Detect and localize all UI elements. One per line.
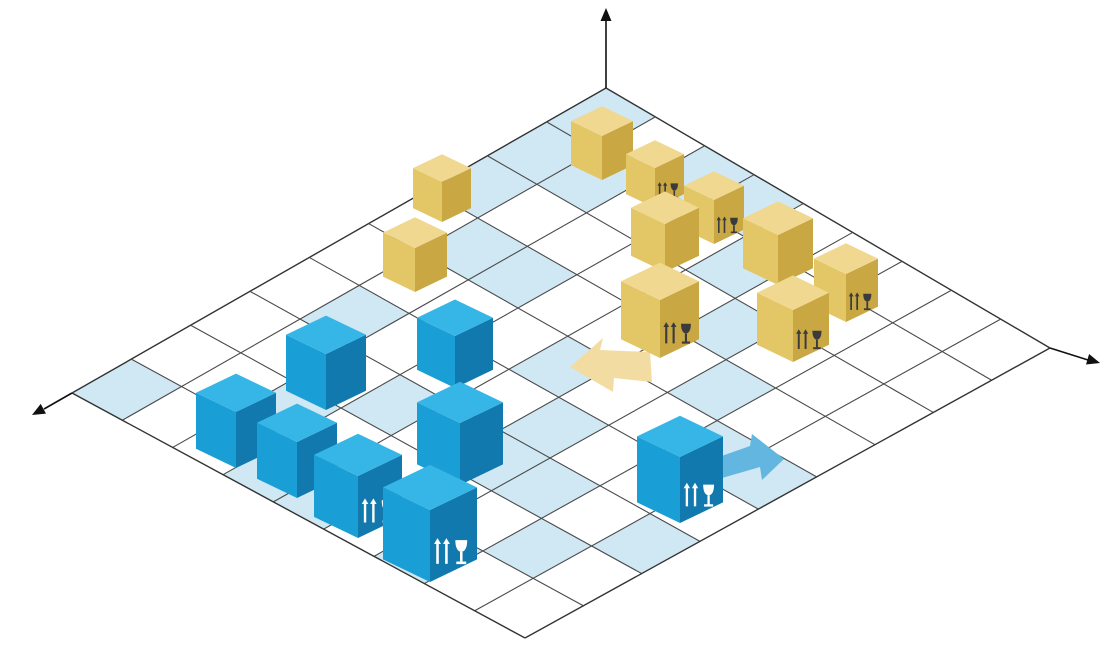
floor-tile bbox=[491, 458, 600, 519]
grid-line bbox=[71, 87, 607, 394]
floor-tile bbox=[487, 121, 597, 185]
grid-line bbox=[71, 392, 526, 639]
yellow-box bbox=[631, 191, 699, 272]
blue-box-fragile bbox=[637, 415, 723, 523]
yellow-box-fragile bbox=[621, 262, 699, 358]
right-axis bbox=[1049, 347, 1089, 361]
highlighted-tiles bbox=[72, 88, 817, 584]
blue-move-arrow bbox=[716, 434, 784, 480]
fragile-this-side-up-icon bbox=[716, 216, 738, 234]
arrow-left-icon bbox=[32, 403, 46, 415]
fragile-this-side-up-icon bbox=[663, 322, 691, 344]
floor-tile bbox=[500, 397, 609, 458]
grid-line bbox=[605, 87, 1051, 349]
left-axis bbox=[43, 392, 73, 410]
fragile-this-side-up-icon bbox=[796, 329, 822, 350]
yellow-box bbox=[571, 106, 633, 180]
blue-box-fragile bbox=[383, 464, 477, 582]
grid-line bbox=[190, 324, 642, 575]
blue-box bbox=[417, 381, 503, 485]
yellow-box-fragile bbox=[757, 275, 829, 362]
floor-tile bbox=[591, 513, 700, 574]
floor-tile bbox=[341, 374, 450, 436]
boxes-and-arrows bbox=[196, 106, 878, 582]
axes bbox=[32, 8, 1100, 415]
grid-line bbox=[524, 347, 1051, 639]
floor-tile bbox=[72, 359, 182, 421]
yellow-box bbox=[743, 201, 813, 285]
blue-box bbox=[286, 315, 366, 410]
fragile-this-side-up-icon bbox=[683, 482, 715, 507]
floor-tile bbox=[468, 246, 577, 308]
arrow-up-icon bbox=[600, 8, 612, 21]
yellow-move-arrow bbox=[570, 338, 652, 392]
grid-line bbox=[487, 155, 934, 413]
floor-tile bbox=[482, 518, 592, 579]
arrow-right-icon bbox=[1086, 354, 1100, 365]
fragile-this-side-up-icon bbox=[848, 292, 872, 311]
yellow-box bbox=[413, 154, 471, 222]
fragile-this-side-up-icon bbox=[434, 538, 468, 565]
blue-box bbox=[417, 299, 493, 388]
floor-tile bbox=[667, 359, 776, 421]
yellow-box bbox=[383, 217, 447, 292]
